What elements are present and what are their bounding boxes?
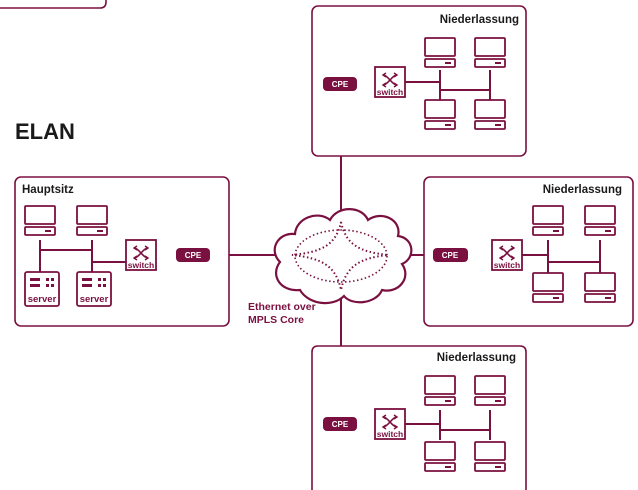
workstation-icon xyxy=(584,205,616,236)
workstation-icon xyxy=(424,375,456,406)
cpe-router-icon: CPE xyxy=(323,417,357,431)
headquarters-site: Hauptsitz server xyxy=(14,176,230,327)
workstation-icon xyxy=(532,272,564,303)
server-icon: server xyxy=(76,271,112,307)
workstation-icon xyxy=(424,441,456,472)
switch-label: switch xyxy=(377,429,403,439)
switch-label: switch xyxy=(128,260,154,270)
diagram-title: ELAN xyxy=(15,119,75,144)
core-label-line1: Ethernet over xyxy=(248,301,316,313)
branch-label: Niederlassung xyxy=(437,352,516,364)
cpe-label: CPE xyxy=(332,80,349,89)
cpe-router-icon: CPE xyxy=(433,248,468,262)
switch-icon: switch xyxy=(374,408,406,440)
switch-label: switch xyxy=(494,260,520,270)
workstation-icon xyxy=(474,441,506,472)
workstation-icon xyxy=(532,205,564,236)
cpe-label: CPE xyxy=(442,251,459,260)
workstation-icon xyxy=(584,272,616,303)
workstation-icon xyxy=(76,205,108,236)
server-label: server xyxy=(28,294,57,305)
workstation-icon xyxy=(474,375,506,406)
workstation-icon xyxy=(424,99,456,130)
branch-label: Niederlassung xyxy=(543,184,622,196)
headquarters-label: Hauptsitz xyxy=(22,184,74,196)
core-label-line2: MPLS Core xyxy=(248,314,304,326)
branch-right: Niederlassung switch xyxy=(423,176,634,327)
branch-label: Niederlassung xyxy=(440,14,519,26)
partial-box-edge xyxy=(0,0,107,9)
switch-icon: switch xyxy=(125,239,157,271)
server-label: server xyxy=(80,294,109,305)
branch-top: Niederlassung switch xyxy=(311,5,527,157)
cloud-icon xyxy=(273,208,413,305)
switch-icon: switch xyxy=(374,66,406,98)
branch-bottom: Niederlassung switch xyxy=(311,345,527,490)
switch-label: switch xyxy=(377,87,403,97)
workstation-icon xyxy=(424,37,456,68)
switch-icon: switch xyxy=(491,239,523,271)
cpe-label: CPE xyxy=(185,251,202,260)
cpe-router-icon: CPE xyxy=(323,77,357,91)
workstation-icon xyxy=(474,37,506,68)
cpe-router-icon: CPE xyxy=(176,248,210,262)
cpe-label: CPE xyxy=(332,420,349,429)
server-icon: server xyxy=(24,271,60,307)
workstation-icon xyxy=(24,205,56,236)
workstation-icon xyxy=(474,99,506,130)
